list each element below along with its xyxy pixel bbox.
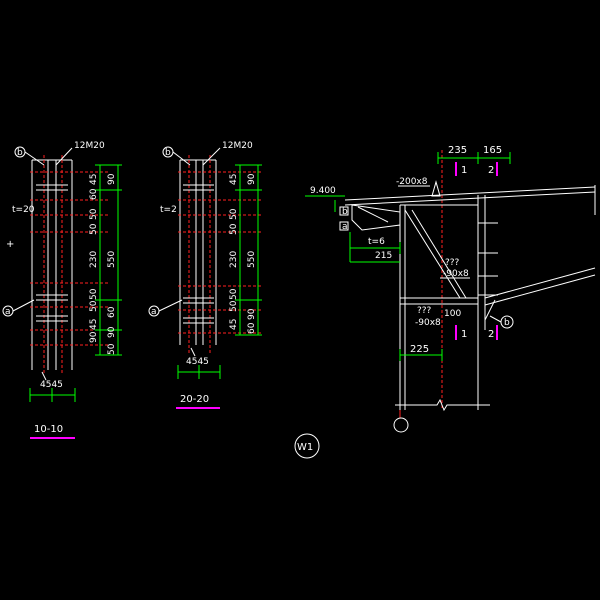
dim-550: 550 xyxy=(107,251,117,268)
dim-90: 90 xyxy=(247,173,257,185)
dim-165: 165 xyxy=(483,145,502,156)
bolt-rows xyxy=(178,171,262,334)
rafter-bottom-flange-inner xyxy=(484,274,596,306)
dim-60: 60 xyxy=(247,322,257,334)
dimension-lines xyxy=(177,164,262,379)
dim-90: 90 xyxy=(89,331,99,343)
purlin-section xyxy=(339,206,349,216)
bracket xyxy=(351,204,401,231)
stiffener-label: t=6 xyxy=(368,237,385,247)
leader-line xyxy=(12,299,35,312)
dim-50: 50 xyxy=(229,223,239,235)
label-b: b xyxy=(342,207,348,217)
title-circle xyxy=(294,433,320,459)
haunch-edge xyxy=(484,299,496,321)
dim-90: 90 xyxy=(247,308,257,320)
plate-thickness: t=2 xyxy=(160,205,177,215)
section-2-top: 2 xyxy=(488,165,494,176)
bolt-spec: 12M20 xyxy=(222,141,253,151)
stiffener-plate xyxy=(431,180,441,197)
dim-45: 45 xyxy=(89,174,99,185)
grid-bubble xyxy=(393,417,409,433)
section-caption: 20-20 xyxy=(180,394,209,405)
dim-90: 90 xyxy=(107,326,117,338)
bolt-rows xyxy=(30,171,110,346)
dim-45: 45 xyxy=(229,174,239,185)
purlin-section xyxy=(339,221,349,231)
dim-225: 225 xyxy=(410,344,429,355)
plate-top-label: -200x8 xyxy=(396,177,428,187)
dim-50: 50 xyxy=(89,300,99,312)
drawing-title: W1 xyxy=(297,442,313,453)
dim-bottom: 4545 xyxy=(40,380,63,390)
callout-label: a xyxy=(5,307,11,317)
callout-label: b xyxy=(504,318,510,328)
q-lower: ??? xyxy=(417,306,432,316)
section-caption: 10-10 xyxy=(34,424,63,435)
break-mark xyxy=(41,371,47,381)
section-marks xyxy=(455,162,498,340)
section-2-bottom: 2 xyxy=(488,329,494,340)
dim-215: 215 xyxy=(375,251,392,261)
dim-230: 230 xyxy=(229,251,239,268)
knee-brace xyxy=(404,209,461,299)
callout-label: b xyxy=(17,148,23,158)
dim-45: 45 xyxy=(89,319,99,330)
dim-50: 50 xyxy=(229,300,239,312)
rafter-top-flange-inner xyxy=(344,191,596,206)
detail-left: b a 12M20 t=20 + 45 60 90 50 50 230 50 5… xyxy=(2,141,122,439)
rafter-top-flange xyxy=(344,186,596,201)
dim-bottom: 4545 xyxy=(186,357,209,367)
plate-thickness: t=20 xyxy=(12,205,35,215)
dim-50: 50 xyxy=(89,288,99,300)
dim-50: 50 xyxy=(89,208,99,220)
dim-50: 50 xyxy=(229,288,239,300)
section-1-top: 1 xyxy=(461,165,467,176)
label-a: a xyxy=(342,222,348,232)
callout-label: a xyxy=(151,307,157,317)
brace-plate-lower: -90x8 xyxy=(415,318,441,328)
leader-line xyxy=(172,151,191,166)
detail-right: b a 12M20 t=2 45 90 50 50 230 50 50 550 … xyxy=(148,141,262,409)
origin-mark: + xyxy=(6,239,14,250)
dimension-lines xyxy=(29,164,122,402)
bolt-spec: 12M20 xyxy=(74,141,105,151)
end-plate-bolts xyxy=(478,222,498,296)
section-1-bottom: 1 xyxy=(461,329,467,340)
dim-50: 50 xyxy=(89,223,99,235)
dim-60: 60 xyxy=(107,306,117,318)
break-line xyxy=(395,398,490,412)
leader-line xyxy=(55,147,73,166)
elevation-label: 9.400 xyxy=(310,186,336,196)
knee-brace xyxy=(411,209,467,299)
leader-line xyxy=(202,147,221,166)
brace-plate-upper: -90x8 xyxy=(443,269,469,279)
dim-100: 100 xyxy=(444,309,461,319)
callout-label: b xyxy=(165,148,171,158)
q-upper: ??? xyxy=(445,258,460,268)
dim-550: 550 xyxy=(247,251,257,268)
dim-90: 90 xyxy=(107,173,117,185)
dim-230: 230 xyxy=(89,251,99,268)
dim-235: 235 xyxy=(448,145,467,156)
break-mark xyxy=(190,347,196,357)
leader-line xyxy=(24,151,45,166)
dim-50: 50 xyxy=(229,208,239,220)
bracket-stiffener xyxy=(357,206,389,223)
joint-elevation: b a 235 165 9.400 -200x8 t=6 215 ??? xyxy=(294,145,596,459)
dim-45: 45 xyxy=(229,319,239,330)
dim-60: 60 xyxy=(89,188,99,200)
leader-line xyxy=(489,315,502,323)
dimension-lines xyxy=(305,152,511,361)
dim-50: 50 xyxy=(107,343,117,355)
rafter-bottom-flange xyxy=(484,267,596,299)
leader-line xyxy=(158,299,183,312)
